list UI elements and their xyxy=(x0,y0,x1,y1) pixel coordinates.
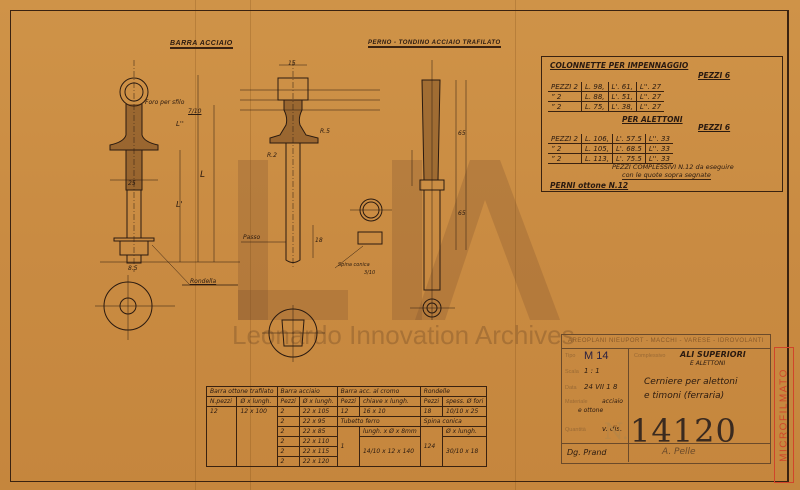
complessivo-value-2: E ALETTONI xyxy=(690,360,726,367)
spina-label: Spina conica xyxy=(338,262,370,268)
view-title-left: BARRA ACCIAIO xyxy=(170,40,233,49)
dim-85: 8.5 xyxy=(128,265,138,272)
notes-total-2: con le quote sopra segnate xyxy=(622,171,711,180)
notes-title: COLONNETTE PER IMPENNAGGIO xyxy=(550,61,689,70)
dim-len-65: 65 xyxy=(458,130,466,137)
title-block: AREOPLANI NIEUPORT - MACCHI - VARESE - I… xyxy=(561,334,771,464)
drawing-number-prefix: N. xyxy=(604,420,629,445)
microfilmato-stamp: MICROFILMATO xyxy=(774,347,794,483)
materiale-value-2: e ottone xyxy=(578,407,604,414)
notes-pieces-a: PEZZI 6 xyxy=(698,71,731,80)
fold-line xyxy=(515,0,516,490)
foro-value: 7/10 xyxy=(188,108,202,115)
signature-2: A. Pelle xyxy=(662,447,696,457)
passo-label: Passo xyxy=(243,234,261,241)
dim-L2: L'' xyxy=(176,120,184,128)
watermark-text: Leonardo Innovation Archives xyxy=(232,320,575,350)
description-2: e timoni (ferraria) xyxy=(644,391,725,401)
dim-radius: R.5 xyxy=(320,128,330,135)
rondella-label: Rondella xyxy=(190,278,217,285)
materiale-value-1: acciaio xyxy=(602,398,623,405)
dim-top-width: 15 xyxy=(288,60,296,67)
divider xyxy=(562,443,770,444)
drawing-frame xyxy=(10,10,789,482)
title-block-header: AREOPLANI NIEUPORT - MACCHI - VARESE - I… xyxy=(562,335,770,349)
dim-L: L xyxy=(200,170,206,180)
notes-footer: PERNI ottone N.12 xyxy=(550,181,629,190)
notes-pieces-b: PEZZI 6 xyxy=(698,123,731,132)
tipo-value: M 14 xyxy=(584,350,609,362)
notes-total-1: PEZZI COMPLESSIVI N.12 da eseguire xyxy=(612,163,734,171)
foro-label: Foro per sfilo xyxy=(145,99,185,106)
table-header-row: Barra ottone trafilato Barra acciaio Bar… xyxy=(206,386,488,397)
dim-len-65b: 65 xyxy=(458,210,466,217)
dim-25: 25 xyxy=(128,180,136,187)
scala-value: 1 : 1 xyxy=(584,367,600,375)
drawing-number: 14120 xyxy=(630,412,737,450)
data-label: Data xyxy=(565,385,577,391)
complessivo-label: Complessivo xyxy=(634,353,666,359)
description-1: Cerniere per alettoni xyxy=(644,377,738,387)
complessivo-value-1: ALI SUPERIORI xyxy=(680,350,746,359)
view-title-middle: PERNO - TONDINO ACCIAIO TRAFILATO xyxy=(368,40,501,48)
dim-L1: L' xyxy=(176,200,183,209)
divider xyxy=(628,349,629,462)
notes-subtitle: PER ALETTONI xyxy=(622,115,683,124)
fold-line xyxy=(250,0,251,490)
parts-table: Barra ottone trafilato Barra acciaio Bar… xyxy=(205,386,488,467)
spina-value: 3/10 xyxy=(364,270,376,276)
quantita-value: v. dis. xyxy=(602,425,623,433)
tipo-label: Tipo xyxy=(565,353,576,359)
stamp-text: MICROFILMATO xyxy=(778,368,790,462)
fold-line xyxy=(195,0,196,490)
materiale-label: Materiale xyxy=(565,399,588,405)
quantita-label: Quantità xyxy=(565,427,586,433)
scala-label: Scala xyxy=(565,369,579,375)
notes-box: COLONNETTE PER IMPENNAGGIO PEZZI 6 PEZZI… xyxy=(541,56,783,192)
signature-1: Dg. Prand xyxy=(567,448,607,457)
dim-len-18: 18 xyxy=(315,237,323,244)
dim-radius-small: R.2 xyxy=(267,152,277,159)
data-value: 24 VII 1 8 xyxy=(584,383,618,391)
